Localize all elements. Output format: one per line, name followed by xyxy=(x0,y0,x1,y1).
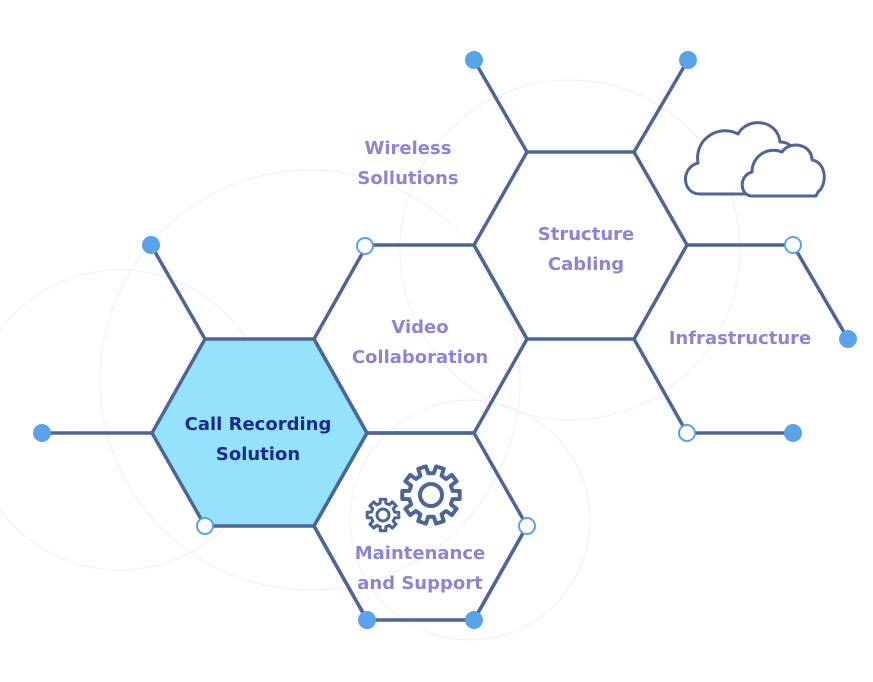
segment-label-line: Structure xyxy=(537,224,635,245)
endpoint-node-top-left[interactable] xyxy=(465,51,483,69)
endpoint-nodes xyxy=(33,51,857,629)
junction-node-call xyxy=(196,517,214,535)
segment-label-line: Call Recording xyxy=(184,414,332,435)
connector-lines xyxy=(40,58,850,622)
gears-icon xyxy=(365,464,462,533)
gear-big-hub xyxy=(418,482,444,508)
segment-maintenance-support[interactable]: Maintenance and Support xyxy=(325,539,515,599)
endpoint-node-left[interactable] xyxy=(33,424,51,442)
small-gear-icon xyxy=(365,497,401,533)
background-watermark xyxy=(0,79,741,641)
segment-structure-cabling[interactable]: Structure Cabling xyxy=(496,220,676,280)
endpoint-node-bottom-right[interactable] xyxy=(465,611,483,629)
segment-label-line: Collaboration xyxy=(351,347,489,368)
junction-nodes xyxy=(196,236,802,535)
segment-infrastructure[interactable]: Infrastructure xyxy=(655,324,825,354)
endpoint-node-bottom-left[interactable] xyxy=(358,611,376,629)
endpoint-node-right[interactable] xyxy=(839,330,857,348)
junction-node-infrastructure xyxy=(784,236,802,254)
endpoint-node-top-right[interactable] xyxy=(679,51,697,69)
segment-label-line: Sollutions xyxy=(357,168,459,189)
segment-label-line: Video xyxy=(391,317,449,338)
segment-label-line: Cabling xyxy=(547,254,625,275)
segment-wireless-solutions[interactable]: Wireless Sollutions xyxy=(318,134,498,194)
junction-node-maintenance xyxy=(518,517,536,535)
cloud-icon xyxy=(684,121,826,198)
segment-video-collaboration[interactable]: Video Collaboration xyxy=(330,313,510,373)
gear-small-hub xyxy=(375,507,391,523)
large-gear-icon xyxy=(400,464,462,526)
junction-node-wireless xyxy=(356,237,374,255)
endpoint-node-lower-right[interactable] xyxy=(784,424,802,442)
segment-label-line: and Support xyxy=(357,573,483,594)
segment-label-line: Maintenance xyxy=(354,543,486,564)
junction-node-lower-right xyxy=(678,424,696,442)
segment-label-line: Infrastructure xyxy=(668,328,812,349)
endpoint-node-upper-left[interactable] xyxy=(142,236,160,254)
gear-big-teeth xyxy=(400,464,462,526)
gear-small-teeth xyxy=(365,497,401,533)
segment-call-recording[interactable]: Call Recording Solution xyxy=(168,410,348,470)
segment-label-line: Solution xyxy=(215,444,301,465)
segment-label-line: Wireless xyxy=(364,138,452,159)
